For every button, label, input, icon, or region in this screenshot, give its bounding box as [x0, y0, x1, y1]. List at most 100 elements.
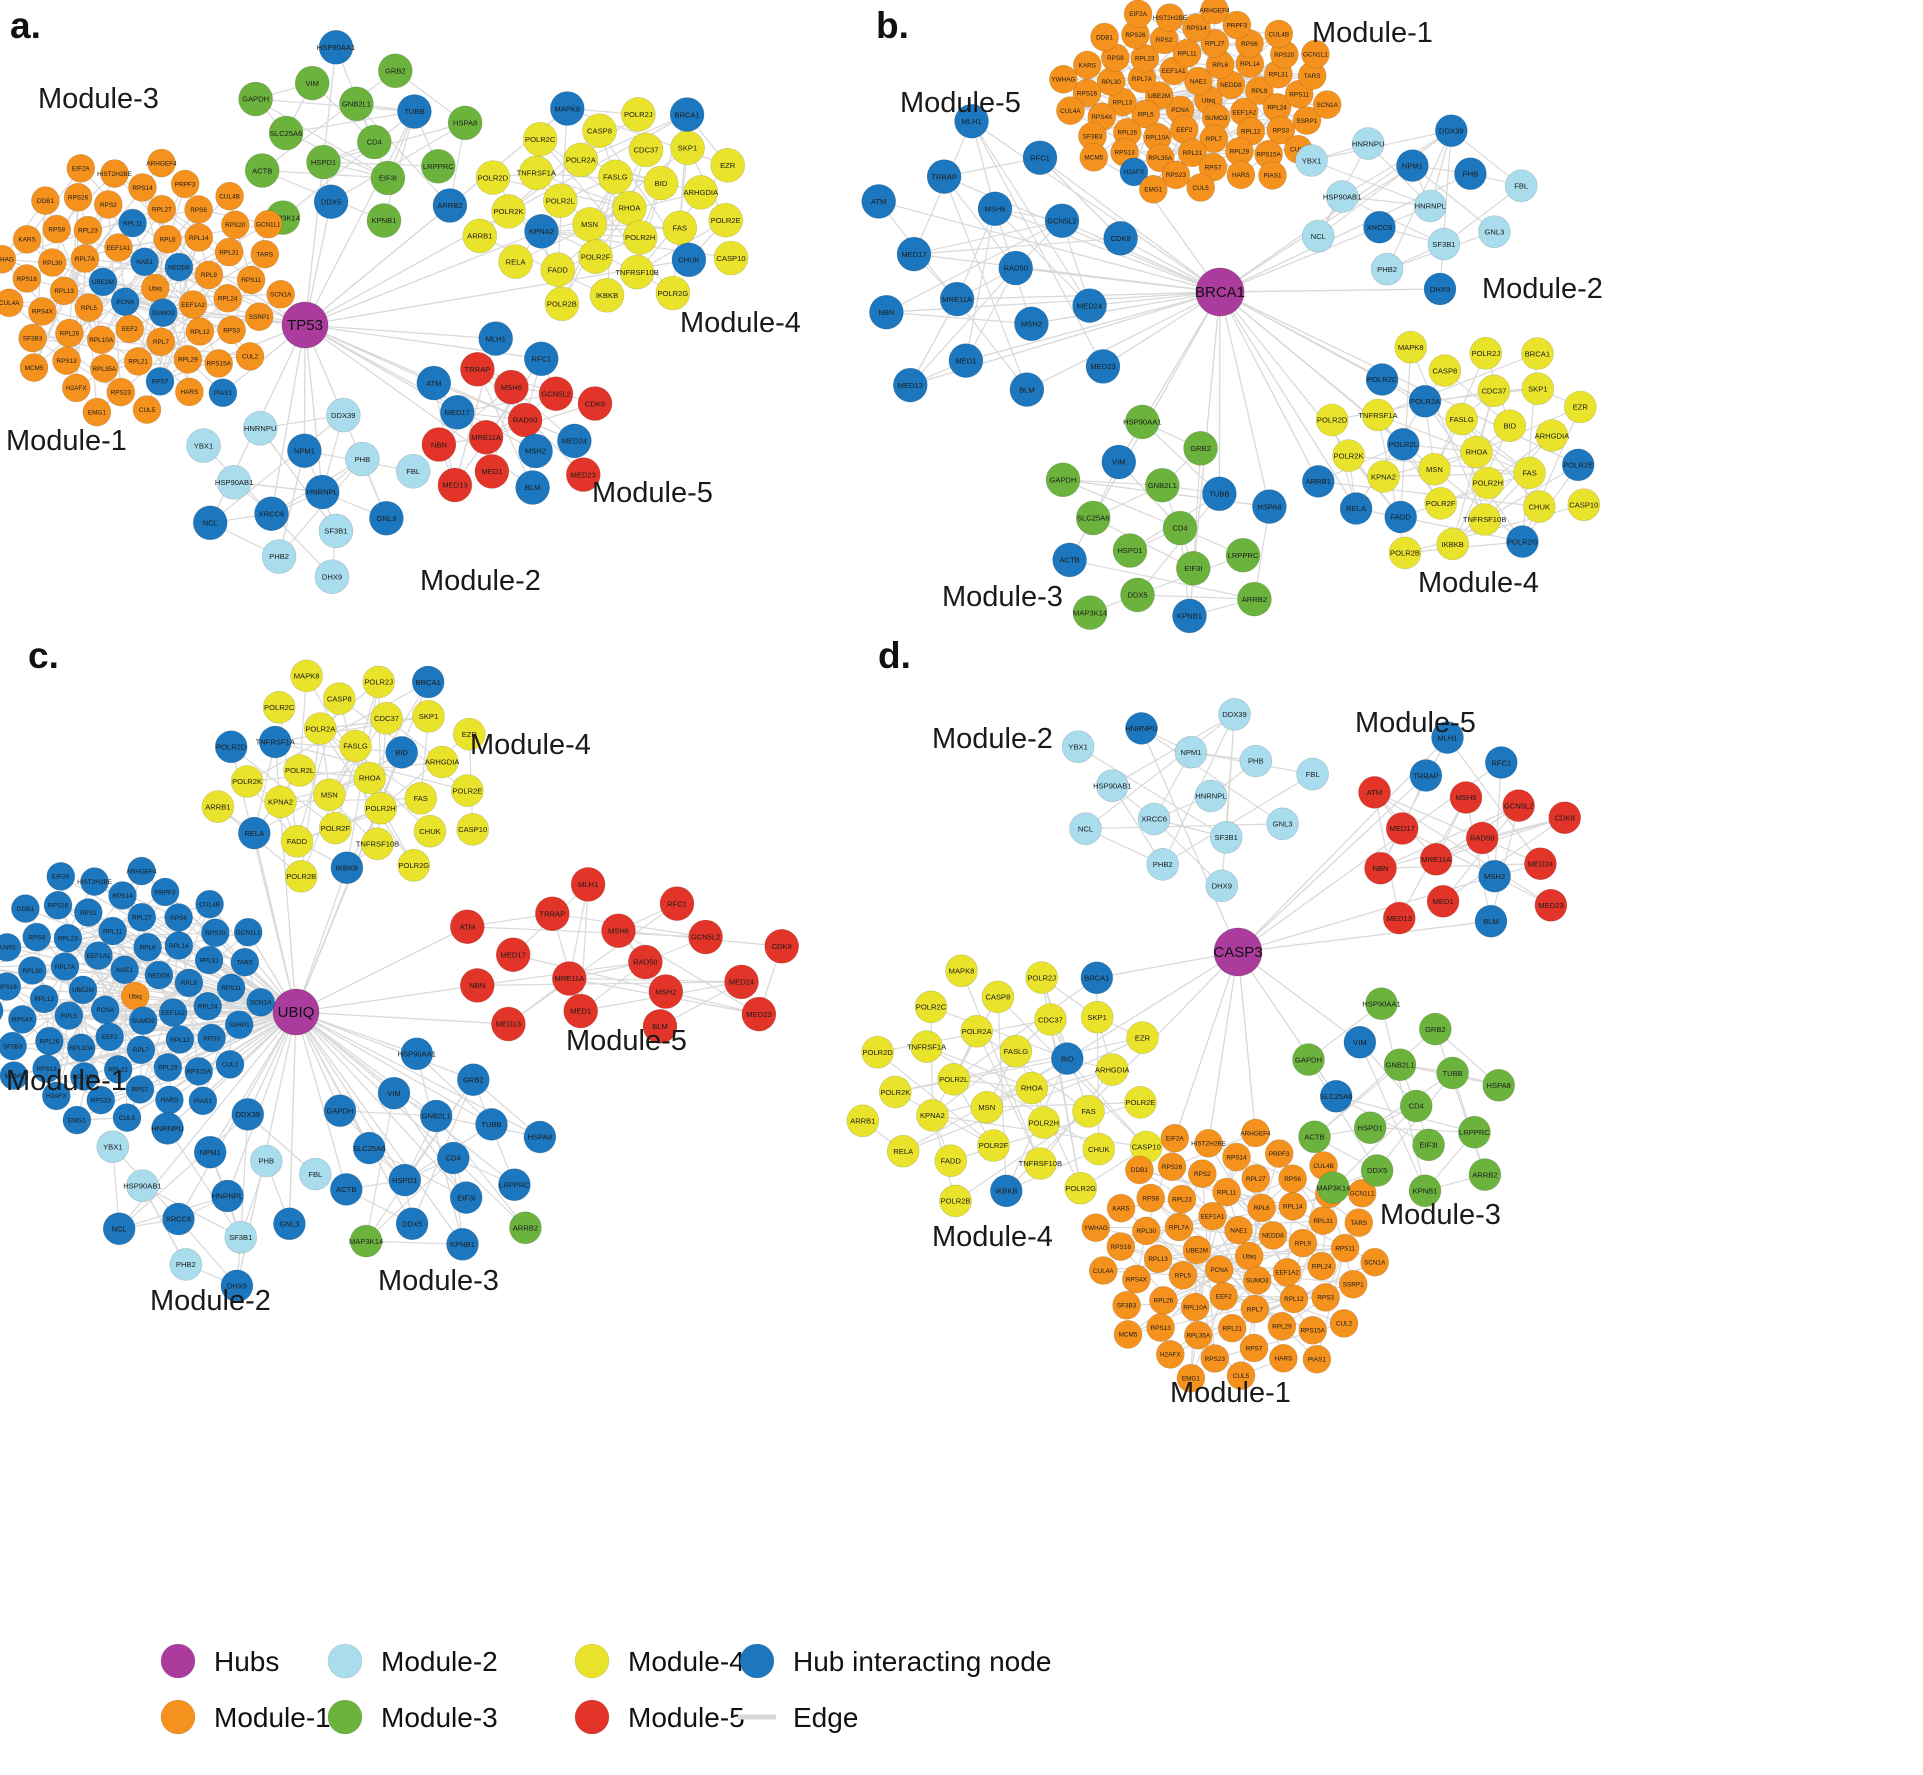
module-label: Module-5: [900, 87, 1021, 119]
gene-node: [125, 1075, 155, 1104]
gene-node: [88, 267, 118, 297]
gene-node: [18, 323, 47, 353]
gene-node: [544, 286, 580, 322]
gene-node: [456, 1063, 490, 1096]
edge: [1355, 400, 1426, 509]
gene-node: [1112, 1291, 1141, 1320]
edge: [1442, 817, 1566, 902]
gene-node: [1548, 801, 1581, 835]
edge: [1066, 1058, 1147, 1148]
gene-node: [643, 165, 679, 201]
gene-node: [1278, 1164, 1307, 1193]
gene-node: [261, 539, 297, 574]
gene-node: [230, 947, 260, 977]
gene-node: [126, 1035, 156, 1065]
gene-node: [192, 505, 228, 541]
gene-node: [1183, 430, 1218, 466]
gene-node: [1302, 1344, 1332, 1374]
legend-swatch-module-5: [574, 1699, 610, 1735]
gene-node: [194, 945, 224, 975]
hub-edge: [126, 1011, 297, 1119]
gene-node: [266, 279, 296, 309]
hub-edge: [304, 324, 323, 493]
module-label: Module-1: [6, 1065, 127, 1097]
gene-node: [115, 314, 144, 344]
gene-node: [1240, 1294, 1270, 1324]
gene-node: [1022, 140, 1058, 175]
gene-node: [352, 1131, 386, 1165]
gene-node: [312, 778, 346, 812]
edge: [43, 998, 85, 1077]
gene-node: [283, 754, 316, 787]
gene-node: [186, 428, 221, 463]
gene-node: [1534, 888, 1568, 922]
edge: [319, 728, 336, 829]
edge: [508, 903, 678, 1025]
gene-node: [1418, 452, 1451, 486]
edge: [1307, 1059, 1378, 1171]
gene-node: [1101, 444, 1137, 480]
gene-node: [0, 933, 22, 962]
gene-node: [1218, 698, 1251, 731]
edge: [129, 328, 190, 393]
gene-node: [1009, 372, 1045, 407]
gene-node: [495, 937, 531, 973]
gene-node: [32, 1054, 61, 1083]
gene-node: [601, 913, 636, 949]
gene-node: [0, 1001, 4, 1021]
hub-edge: [209, 1011, 297, 1153]
gene-node: [165, 1025, 195, 1054]
hub-node: [1195, 267, 1245, 317]
gene-node: [1383, 901, 1416, 935]
module-label: Module-4: [1418, 567, 1539, 599]
gene-node: [170, 169, 200, 199]
hub-edge: [295, 867, 348, 1013]
gene-node: [80, 867, 109, 896]
gene-node: [498, 244, 533, 279]
gene-node: [1044, 203, 1080, 238]
edge: [159, 237, 200, 382]
gene-node: [1367, 460, 1400, 493]
edge: [1089, 554, 1244, 614]
gene-node: [95, 1022, 124, 1052]
hub-edge: [965, 291, 1221, 362]
gene-node: [1209, 1282, 1238, 1311]
gene-node: [1205, 869, 1239, 903]
gene-node: [1312, 90, 1342, 119]
edge: [1434, 1028, 1486, 1175]
gene-node: [290, 659, 323, 693]
gene-node: [86, 1085, 116, 1115]
gene-node: [130, 247, 159, 277]
gene-node: [1385, 812, 1419, 845]
gene-node: [178, 290, 208, 319]
gene-node: [1384, 500, 1417, 534]
gene-node: [55, 318, 84, 348]
gene-node: [523, 341, 559, 377]
gene-node: [123, 347, 153, 376]
gene-node: [370, 701, 403, 735]
gene-node: [1458, 1115, 1491, 1149]
gene-node: [1106, 1193, 1136, 1223]
gene-node: [339, 86, 374, 122]
gene-node: [1241, 1118, 1270, 1148]
gene-node: [1344, 1208, 1374, 1237]
gene-node: [1014, 306, 1049, 342]
gene-node: [598, 159, 633, 195]
edge: [1223, 1295, 1326, 1298]
gene-node: [1408, 384, 1442, 418]
edge: [365, 1079, 474, 1242]
edge: [1221, 714, 1236, 886]
gene-node: [1234, 1241, 1264, 1271]
module-label: Module-1: [6, 425, 127, 457]
gene-node: [572, 207, 607, 242]
gene-node: [1124, 1086, 1157, 1119]
gene-node: [400, 1037, 434, 1071]
gene-node: [0, 1061, 29, 1090]
hub-node: [1213, 927, 1263, 977]
gene-node: [612, 190, 647, 226]
gene-node: [1085, 349, 1121, 384]
hub-edge: [913, 253, 1221, 293]
gene-node: [52, 346, 81, 376]
gene-node: [349, 1224, 383, 1258]
panel-d: HNRNPLXRCC6NPM1SF3B1HSP90AB1PHBPHB2HNRNP…: [846, 635, 1581, 1409]
